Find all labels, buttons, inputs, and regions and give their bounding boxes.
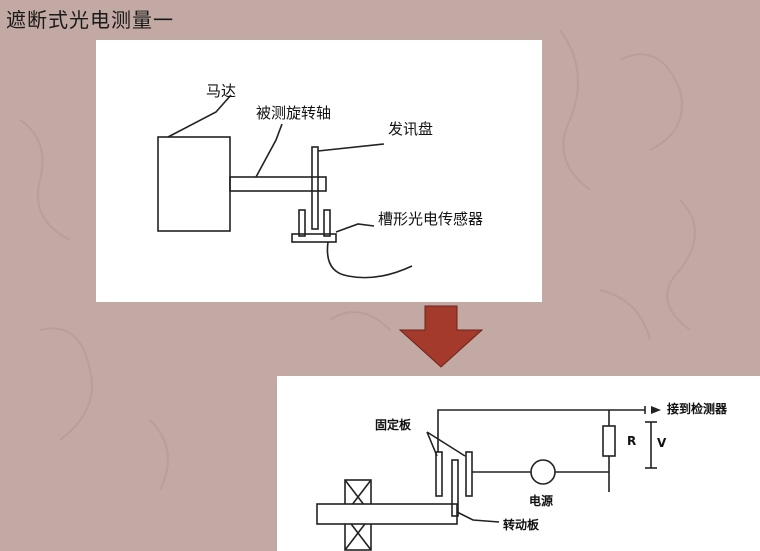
shaft-label: 被测旋转轴 bbox=[256, 104, 332, 122]
disc bbox=[311, 146, 319, 230]
sensor-leader bbox=[335, 223, 375, 233]
sensor-label: 槽形光电传感器 bbox=[378, 210, 484, 228]
shaft bbox=[229, 176, 327, 192]
fixed-plate-label: 固定板 bbox=[375, 418, 412, 432]
disc-leader bbox=[317, 143, 385, 152]
rotating-plate-leader bbox=[456, 511, 500, 523]
lamp-circle bbox=[530, 459, 556, 485]
fixed-plate-leader bbox=[426, 431, 466, 457]
top-diagram-panel: 马达 被测旋转轴 发讯盘 槽形光电传感器 bbox=[96, 40, 542, 302]
bottom-diagram-drawing bbox=[316, 406, 661, 551]
detector-arrow-icon bbox=[651, 406, 661, 414]
motor-box bbox=[157, 136, 231, 232]
disc-label: 发讯盘 bbox=[388, 120, 434, 138]
rotating-plate bbox=[451, 459, 459, 517]
shaft bbox=[316, 503, 458, 525]
bottom-diagram-panel: 固定板 接到检测器 R V 电源 转动板 bbox=[277, 376, 760, 551]
top-diagram-drawing bbox=[157, 94, 413, 279]
shaft-leader bbox=[255, 123, 283, 178]
resistor bbox=[602, 425, 616, 457]
motor-leader bbox=[167, 94, 232, 138]
sensor-base bbox=[291, 233, 337, 243]
fixed-plate-right bbox=[465, 451, 473, 497]
to-detector-label: 接到检测器 bbox=[667, 402, 728, 416]
sensor-right-arm bbox=[323, 209, 331, 237]
top-wire bbox=[437, 409, 645, 452]
resistor-label: R bbox=[627, 434, 637, 448]
fixed-plate-left bbox=[435, 451, 443, 497]
sensor-cable bbox=[326, 241, 413, 279]
sensor-left-arm bbox=[298, 209, 306, 237]
power-source-label: 电源 bbox=[529, 494, 554, 508]
slide-title: 遮断式光电测量一 bbox=[6, 8, 174, 32]
voltage-label: V bbox=[657, 436, 667, 450]
motor-label: 马达 bbox=[206, 82, 237, 100]
rotating-plate-label: 转动板 bbox=[503, 518, 540, 532]
